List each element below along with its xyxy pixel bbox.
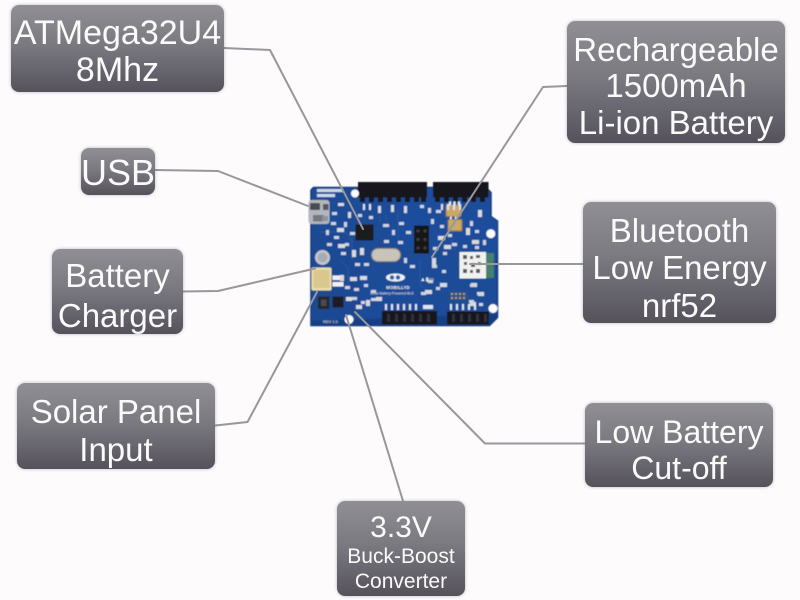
svg-text:Solar Battery Powered BLE: Solar Battery Powered BLE bbox=[370, 292, 414, 296]
svg-text:▲▮▭: ▲▮▭ bbox=[420, 277, 434, 283]
svg-text:MOBILLYD: MOBILLYD bbox=[386, 285, 410, 290]
svg-text:REV 1.0: REV 1.0 bbox=[323, 319, 339, 324]
